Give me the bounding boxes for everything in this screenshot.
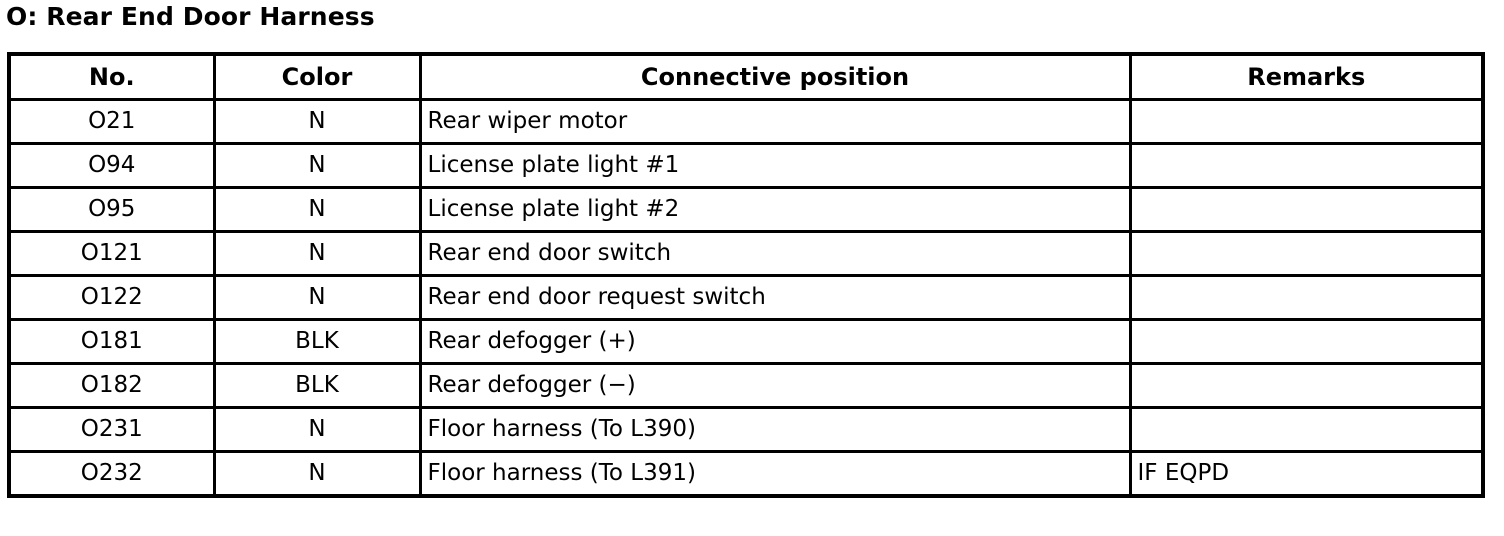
cell-connective-position: Floor harness (To L390): [418, 406, 1132, 453]
cell-connective-position: Floor harness (To L391): [418, 450, 1132, 498]
cell-remarks: [1128, 186, 1485, 233]
cell-remarks: [1128, 406, 1485, 453]
cell-color: N: [212, 274, 422, 321]
cell-connective-position: Rear defogger (+): [418, 318, 1132, 365]
column-header-connective-position: Connective position: [418, 52, 1132, 101]
cell-no: O182: [7, 362, 216, 409]
cell-no: O231: [7, 406, 216, 453]
cell-color: N: [212, 186, 422, 233]
cell-color: N: [212, 98, 422, 145]
cell-connective-position: License plate light #2: [418, 186, 1132, 233]
page-title: O: Rear End Door Harness: [6, 2, 375, 31]
column-header-color: Color: [212, 52, 422, 101]
cell-remarks: [1128, 98, 1485, 145]
cell-remarks: [1128, 142, 1485, 189]
cell-no: O232: [7, 450, 216, 498]
table-header: No. Color Connective position Remarks: [7, 52, 1485, 101]
harness-table: No. Color Connective position Remarks O2…: [7, 52, 1485, 498]
harness-table-container: No. Color Connective position Remarks O2…: [7, 52, 1485, 498]
cell-remarks: IF EQPD: [1128, 450, 1485, 498]
cell-connective-position: Rear wiper motor: [418, 98, 1132, 145]
cell-connective-position: License plate light #1: [418, 142, 1132, 189]
cell-no: O122: [7, 274, 216, 321]
table-header-row: No. Color Connective position Remarks: [7, 52, 1485, 101]
cell-connective-position: Rear end door switch: [418, 230, 1132, 277]
cell-remarks: [1128, 230, 1485, 277]
cell-color: N: [212, 450, 422, 498]
cell-no: O181: [7, 318, 216, 365]
column-header-remarks: Remarks: [1128, 52, 1485, 101]
column-header-no: No.: [7, 52, 216, 101]
cell-no: O95: [7, 186, 216, 233]
cell-color: N: [212, 142, 422, 189]
cell-color: N: [212, 406, 422, 453]
cell-color: BLK: [212, 362, 422, 409]
cell-remarks: [1128, 318, 1485, 365]
cell-no: O21: [7, 98, 216, 145]
cell-connective-position: Rear defogger (−): [418, 362, 1132, 409]
cell-connective-position: Rear end door request switch: [418, 274, 1132, 321]
cell-remarks: [1128, 274, 1485, 321]
cell-color: BLK: [212, 318, 422, 365]
cell-no: O121: [7, 230, 216, 277]
cell-remarks: [1128, 362, 1485, 409]
cell-color: N: [212, 230, 422, 277]
cell-no: O94: [7, 142, 216, 189]
